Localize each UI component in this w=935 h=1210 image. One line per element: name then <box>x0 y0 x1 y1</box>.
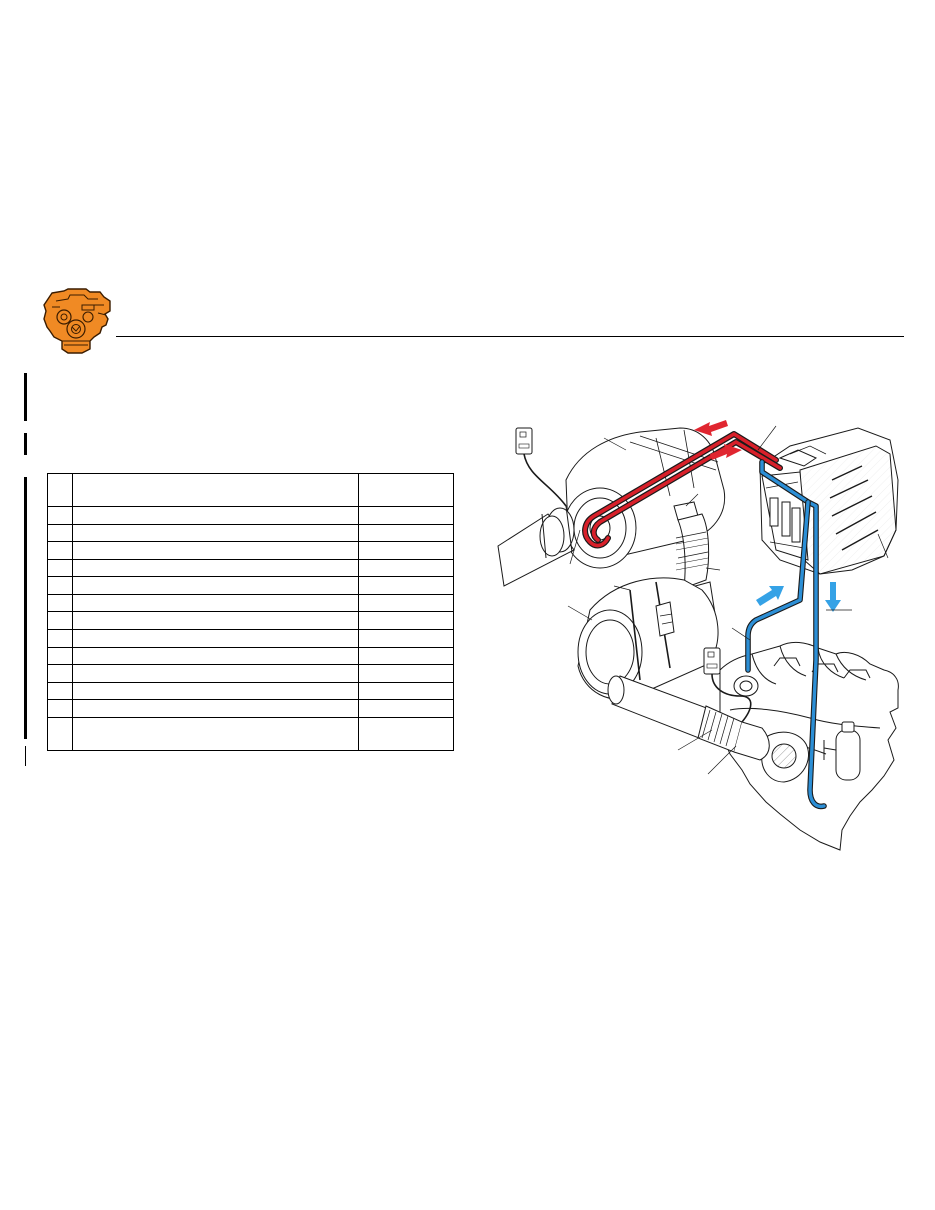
controller-box-upper <box>515 427 533 455</box>
table-row <box>47 681 454 701</box>
table-cell-part <box>358 558 454 578</box>
table-cell-description <box>72 541 359 560</box>
coolant-heater-diagram <box>497 420 899 851</box>
controller-box-lower <box>703 647 721 675</box>
table-cell-num <box>47 646 73 666</box>
controller-cable-lower <box>711 673 752 723</box>
table-row <box>47 523 454 543</box>
table-cell-part <box>358 681 454 701</box>
table-cell-num <box>47 506 73 525</box>
table-cell-description <box>72 472 359 508</box>
table-cell-num <box>47 716 73 752</box>
table-cell-description <box>72 593 359 613</box>
flow-arrow-red-left <box>694 420 728 436</box>
table-row <box>47 472 454 508</box>
table-cell-description <box>72 664 359 683</box>
lower-canister <box>577 577 719 700</box>
engine-logo-icon <box>43 288 111 354</box>
flow-arrow-red-right <box>710 444 742 460</box>
table-row <box>47 506 454 525</box>
parts-table <box>47 472 454 752</box>
table-cell-num <box>47 523 73 543</box>
supply-coolant-lines <box>582 431 783 549</box>
engine-block <box>719 641 899 851</box>
table-row <box>47 558 454 578</box>
table-row <box>47 593 454 613</box>
revision-bar <box>24 477 27 739</box>
table-cell-part <box>358 629 454 648</box>
table-cell-num <box>47 593 73 613</box>
table-cell-part <box>358 699 454 718</box>
table-row <box>47 716 454 752</box>
table-cell-part <box>358 523 454 543</box>
revision-bar <box>24 433 27 455</box>
table-cell-num <box>47 664 73 683</box>
table-row <box>47 541 454 560</box>
table-cell-num <box>47 558 73 578</box>
table-cell-part <box>358 472 454 508</box>
table-cell-part <box>358 593 454 613</box>
table-cell-part <box>358 646 454 666</box>
table-cell-description <box>72 646 359 666</box>
table-cell-part <box>358 541 454 560</box>
revision-dash <box>25 746 26 766</box>
table-cell-part <box>358 664 454 683</box>
table-cell-description <box>72 576 359 595</box>
header-rule <box>116 336 904 337</box>
table-row <box>47 629 454 648</box>
table-cell-num <box>47 629 73 648</box>
table-cell-description <box>72 629 359 648</box>
table-cell-description <box>72 558 359 578</box>
table-cell-num <box>47 699 73 718</box>
table-cell-num <box>47 472 73 508</box>
table-cell-description <box>72 699 359 718</box>
table-cell-part <box>358 611 454 630</box>
table-cell-part <box>358 576 454 595</box>
table-cell-part <box>358 506 454 525</box>
flow-arrow-blue-up <box>756 586 784 606</box>
table-row <box>47 646 454 666</box>
leader-lines <box>567 425 889 775</box>
table-cell-num <box>47 611 73 630</box>
table-cell-num <box>47 576 73 595</box>
turbo-inlet-pipe <box>607 675 770 761</box>
table-row <box>47 611 454 630</box>
table-cell-part <box>358 716 454 752</box>
table-cell-num <box>47 541 73 560</box>
table-row <box>47 664 454 683</box>
table-cell-description <box>72 506 359 525</box>
coolant-heater-unit <box>759 427 899 575</box>
table-row <box>47 576 454 595</box>
table-cell-description <box>72 716 359 752</box>
table-row <box>47 699 454 718</box>
controller-cable-upper <box>523 453 567 507</box>
table-cell-description <box>72 681 359 701</box>
table-cell-description <box>72 611 359 630</box>
exhaust-outlet-pipe <box>497 505 575 587</box>
return-coolant-lines <box>745 459 827 810</box>
revision-bar <box>24 373 27 421</box>
table-cell-num <box>47 681 73 701</box>
table-cell-description <box>72 523 359 543</box>
flow-arrow-blue-down <box>825 582 841 612</box>
